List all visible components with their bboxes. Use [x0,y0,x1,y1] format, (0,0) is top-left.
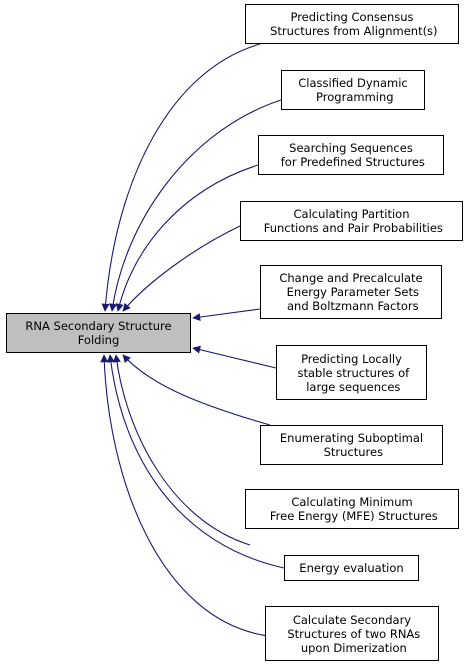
node-energy-parameter-sets[interactable]: Change and Precalculate Energy Parameter… [260,265,442,319]
node-predicting-locally-stable[interactable]: Predicting Locally stable structures of … [276,345,427,400]
node-classified-dynamic-programming[interactable]: Classified Dynamic Programming [281,70,425,110]
node-label: Change and Precalculate Energy Parameter… [279,271,423,313]
edge-searching [115,164,259,312]
node-label: Calculate Secondary Structures of two RN… [287,612,421,655]
edge-subopt [122,354,271,426]
node-label: Calculating Partition Functions and Pair… [263,207,443,235]
node-enumerating-suboptimal[interactable]: Enumerating Suboptimal Structures [260,425,443,465]
node-calculating-partition-functions[interactable]: Calculating Partition Functions and Pair… [240,201,463,241]
node-rna-secondary-structure-folding[interactable]: RNA Secondary Structure Folding [6,313,191,353]
node-dimerization[interactable]: Calculate Secondary Structures of two RN… [265,606,439,661]
node-predicting-consensus-structures[interactable]: Predicting Consensus Structures from Ali… [245,4,459,44]
edge-consensus [101,43,261,312]
edge-params [192,308,261,322]
node-calculating-mfe[interactable]: Calculating Minimum Free Energy (MFE) St… [245,489,459,529]
edge-local [192,345,277,369]
node-label: Classified Dynamic Programming [298,76,408,104]
edge-dimer [100,354,269,637]
node-label: Calculating Minimum Free Energy (MFE) St… [269,495,438,523]
edge-partition [122,225,241,312]
node-label: Energy evaluation [299,561,404,575]
edge-eval [106,354,285,569]
edge-classified [109,99,282,312]
edge-mfe [112,354,251,546]
node-label: RNA Secondary Structure Folding [25,319,172,347]
node-energy-evaluation[interactable]: Energy evaluation [284,555,419,581]
node-label: Searching Sequences for Predefined Struc… [280,141,425,169]
node-label: Predicting Locally stable structures of … [297,351,410,394]
node-searching-sequences[interactable]: Searching Sequences for Predefined Struc… [258,135,444,175]
node-label: Enumerating Suboptimal Structures [279,431,424,459]
node-label: Predicting Consensus Structures from Ali… [270,10,438,38]
